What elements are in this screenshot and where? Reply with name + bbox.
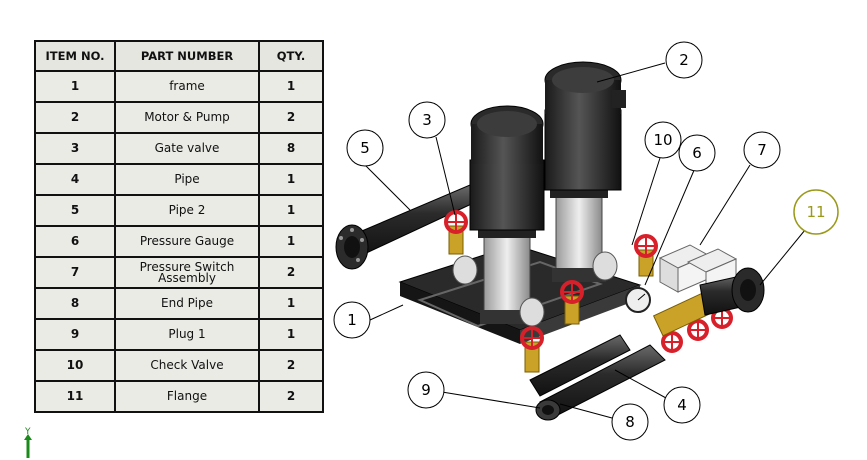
- qty-cell: 1: [258, 194, 324, 227]
- svg-text:3: 3: [422, 111, 432, 129]
- svg-text:2: 2: [679, 51, 689, 69]
- part-number-cell: frame: [114, 70, 260, 103]
- check-valves: [452, 251, 618, 327]
- part-number-cell: Pressure Switch Assembly: [114, 256, 260, 289]
- item-no-cell: 5: [34, 194, 116, 227]
- balloon-7[interactable]: 7: [743, 131, 781, 169]
- balloon-10[interactable]: 10: [644, 121, 682, 159]
- qty-cell: 2: [258, 349, 324, 382]
- axis-triad-icon: Y: [24, 427, 32, 458]
- balloon-5[interactable]: 5: [346, 129, 384, 167]
- part-number-cell: Pipe: [114, 163, 260, 196]
- qty-cell: 2: [258, 256, 324, 289]
- balloon-4[interactable]: 4: [663, 386, 701, 424]
- svg-text:Y: Y: [24, 427, 31, 437]
- svg-text:5: 5: [360, 139, 370, 157]
- leader-lines: [364, 62, 806, 419]
- svg-text:7: 7: [757, 141, 767, 159]
- item-no-cell: 11: [34, 380, 116, 413]
- gate-valves: [444, 210, 733, 373]
- qty-cell: 8: [258, 132, 324, 165]
- qty-cell: 1: [258, 225, 324, 258]
- svg-text:4: 4: [677, 396, 687, 414]
- item-no-cell: 3: [34, 132, 116, 165]
- motor-pump-2: [544, 61, 626, 282]
- flange: [699, 267, 765, 316]
- balloon-1[interactable]: 1: [333, 301, 371, 339]
- end-pipe-plug: [535, 399, 561, 421]
- balloon-11[interactable]: 11: [793, 189, 839, 235]
- balloon-2[interactable]: 2: [665, 41, 703, 79]
- qty-cell: 1: [258, 70, 324, 103]
- header-part-number: PART NUMBER: [114, 40, 260, 72]
- svg-text:10: 10: [653, 131, 672, 149]
- part-number-cell: Plug 1: [114, 318, 260, 351]
- table-header-row: ITEM NO. PART NUMBER QTY.: [34, 40, 324, 72]
- balloon-3[interactable]: 3: [408, 101, 446, 139]
- pressure-switch-assembly: [658, 244, 738, 297]
- balloon-6[interactable]: 6: [678, 134, 716, 172]
- part-number-cell: Motor & Pump: [114, 101, 260, 134]
- balloon-8[interactable]: 8: [611, 403, 649, 441]
- item-no-cell: 8: [34, 287, 116, 320]
- item-no-cell: 10: [34, 349, 116, 382]
- qty-cell: 1: [258, 287, 324, 320]
- item-no-cell: 7: [34, 256, 116, 289]
- header-qty: QTY.: [258, 40, 324, 72]
- balloon-9[interactable]: 9: [407, 371, 445, 409]
- part-number-cell: Gate valve: [114, 132, 260, 165]
- part-number-cell: End Pipe: [114, 287, 260, 320]
- part-number-cell: Check Valve: [114, 349, 260, 382]
- pipe-2: [335, 184, 481, 270]
- svg-text:6: 6: [692, 144, 702, 162]
- svg-text:1: 1: [347, 311, 357, 329]
- item-no-cell: 6: [34, 225, 116, 258]
- item-no-cell: 2: [34, 101, 116, 134]
- pressure-gauge: [625, 287, 651, 313]
- item-no-cell: 9: [34, 318, 116, 351]
- item-no-cell: 1: [34, 70, 116, 103]
- svg-text:8: 8: [625, 413, 635, 431]
- qty-cell: 2: [258, 101, 324, 134]
- qty-cell: 2: [258, 380, 324, 413]
- item-no-cell: 4: [34, 163, 116, 196]
- header-item-no: ITEM NO.: [34, 40, 116, 72]
- motor-pump-1: [469, 105, 545, 324]
- part-number-cell: Pipe 2: [114, 194, 260, 227]
- part-number-cell: Pressure Gauge: [114, 225, 260, 258]
- qty-cell: 1: [258, 318, 324, 351]
- svg-text:9: 9: [421, 381, 431, 399]
- part-number-cell: Flange: [114, 380, 260, 413]
- qty-cell: 1: [258, 163, 324, 196]
- svg-text:11: 11: [806, 203, 825, 221]
